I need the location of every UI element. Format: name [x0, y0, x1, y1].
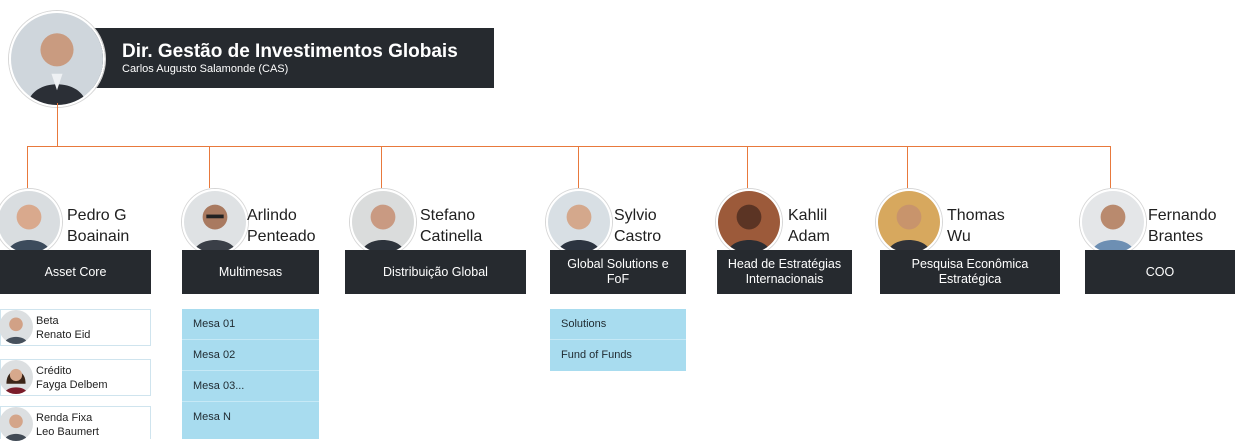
multimesas-item: Mesa 01 — [182, 309, 319, 340]
unit-box-5: Head de Estratégias Internacionais — [717, 250, 852, 294]
connector-4 — [578, 146, 579, 188]
avatar-person-2 — [182, 189, 248, 255]
avatar-team-2 — [0, 360, 33, 394]
team-area-3: Renda Fixa — [36, 412, 93, 424]
team-person-2: Fayga Delbem — [36, 379, 108, 391]
unit-box-1: Asset Core — [0, 250, 151, 294]
connector-7 — [1110, 146, 1111, 188]
team-card-text-2: Crédito Fayga Delbem — [36, 364, 108, 392]
team-card-3: Renda Fixa Leo Baumert — [0, 406, 151, 441]
connector-bus — [27, 146, 1110, 147]
person-name-6: Thomas Wu — [947, 207, 1005, 245]
team-card-1: Beta Renato Eid — [0, 309, 151, 346]
person-name-2: Arlindo Penteado — [247, 207, 316, 245]
global-solutions-item: Fund of Funds — [561, 349, 632, 361]
multimesas-item: Mesa N — [193, 411, 231, 423]
avatar-team-1 — [0, 310, 33, 344]
unit-box-7: COO — [1085, 250, 1235, 294]
team-area-1: Beta — [36, 315, 59, 327]
header-box: Dir. Gestão de Investimentos Globais Car… — [58, 28, 494, 88]
avatar-team-3 — [0, 407, 33, 441]
avatar-person-5 — [716, 189, 782, 255]
person-name-1: Pedro G Boainain — [67, 207, 130, 245]
avatar-person-6 — [876, 189, 942, 255]
connector-3 — [381, 146, 382, 188]
person-name-3: Stefano Catinella — [420, 207, 483, 245]
unit-box-2: Multimesas — [182, 250, 319, 294]
global-solutions-item: Solutions — [550, 309, 686, 340]
avatar-director — [9, 11, 105, 107]
team-person-3: Leo Baumert — [36, 426, 99, 438]
person-name-5: Kahlil Adam — [788, 207, 830, 245]
avatar-person-3 — [350, 189, 416, 255]
team-card-text-3: Renda Fixa Leo Baumert — [36, 411, 99, 439]
header-title: Dir. Gestão de Investimentos Globais — [122, 41, 458, 62]
avatar-person-1 — [0, 189, 62, 255]
connector-2 — [209, 146, 210, 188]
team-card-text-1: Beta Renato Eid — [36, 314, 90, 342]
unit-box-3: Distribuição Global — [345, 250, 526, 294]
connector-root — [57, 103, 58, 146]
team-person-1: Renato Eid — [36, 329, 91, 341]
avatar-person-4 — [546, 189, 612, 255]
multimesas-list: Mesa 01 Mesa 02 Mesa 03... Mesa N — [182, 309, 319, 439]
team-area-2: Crédito — [36, 365, 72, 377]
team-card-2: Crédito Fayga Delbem — [0, 359, 151, 396]
connector-6 — [907, 146, 908, 188]
connector-1 — [27, 146, 28, 188]
unit-box-6: Pesquisa Econômica Estratégica — [880, 250, 1060, 294]
connector-5 — [747, 146, 748, 188]
person-name-4: Sylvio Castro — [614, 207, 662, 245]
multimesas-item: Mesa 02 — [182, 340, 319, 371]
person-name-7: Fernando Brantes — [1148, 207, 1217, 245]
multimesas-item: Mesa 03... — [182, 371, 319, 402]
header-subtitle: Carlos Augusto Salamonde (CAS) — [122, 63, 289, 75]
unit-box-4: Global Solutions e FoF — [550, 250, 686, 294]
global-solutions-list: Solutions Fund of Funds — [550, 309, 686, 371]
avatar-person-7 — [1080, 189, 1146, 255]
